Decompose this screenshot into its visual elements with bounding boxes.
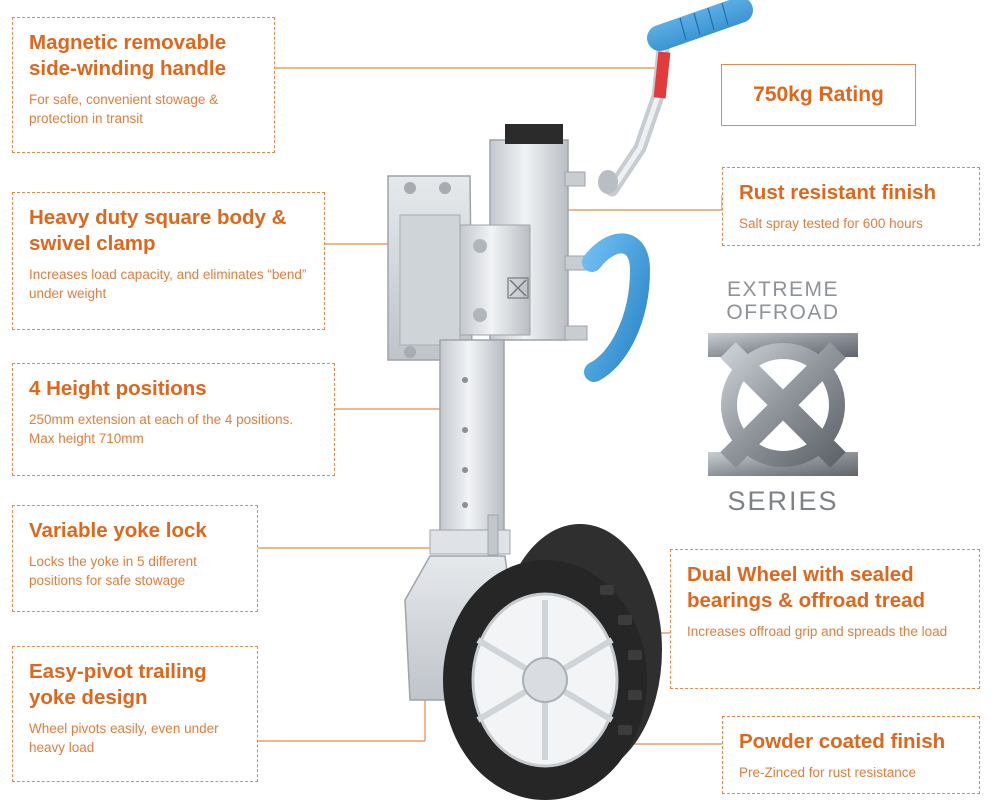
brand-line-2: OFFROAD <box>726 301 840 324</box>
callout-dual-wheel: Dual Wheel with sealed bearings & offroa… <box>670 549 980 689</box>
callout-title: Dual Wheel with sealed bearings & offroa… <box>687 563 926 612</box>
callout-desc: Wheel pivots easily, even under heavy lo… <box>29 721 219 755</box>
callout-desc: Salt spray tested for 600 hours <box>739 216 923 231</box>
load-rating-badge: 750kg Rating <box>721 64 916 126</box>
callout-powder-coat: Powder coated finish Pre-Zinced for rust… <box>722 716 980 794</box>
callout-title: 4 Height positions <box>29 377 207 400</box>
callout-title: Rust resistant finish <box>739 181 937 204</box>
callout-height: 4 Height positions 250mm extension at ea… <box>12 363 335 476</box>
callout-handle: Magnetic removable side-winding handle F… <box>12 17 275 153</box>
callout-yoke-design: Easy-pivot trailing yoke design Wheel pi… <box>12 646 258 782</box>
callout-desc: 250mm extension at each of the 4 positio… <box>29 412 294 446</box>
series-x-logo <box>708 333 858 476</box>
brand-extreme-offroad: EXTREME OFFROAD <box>706 278 860 324</box>
brand-line-1: EXTREME <box>726 278 839 301</box>
callout-title: Powder coated finish <box>739 730 946 753</box>
callout-rust: Rust resistant finish Salt spray tested … <box>722 167 980 246</box>
callout-yoke-lock: Variable yoke lock Locks the yoke in 5 d… <box>12 505 258 612</box>
callout-title: Magnetic removable side-winding handle <box>29 31 227 80</box>
callout-title: Variable yoke lock <box>29 519 207 542</box>
callout-desc: Increases offroad grip and spreads the l… <box>687 624 948 639</box>
swivel-clamp <box>387 175 473 361</box>
callout-body: Heavy duty square body & swivel clamp In… <box>12 192 325 330</box>
square-body <box>459 124 588 341</box>
callout-title: Heavy duty square body & swivel clamp <box>29 206 287 255</box>
grab-handle <box>582 233 651 382</box>
callout-title: Easy-pivot trailing yoke design <box>29 660 207 709</box>
height-leg <box>429 339 511 556</box>
brand-series: SERIES <box>727 486 839 516</box>
callout-desc: Locks the yoke in 5 different positions … <box>29 554 197 588</box>
callout-desc: For safe, convenient stowage & protectio… <box>29 92 219 126</box>
winding-handle <box>598 0 753 197</box>
callout-desc: Pre-Zinced for rust resistance <box>739 765 917 780</box>
callout-desc: Increases load capacity, and eliminates … <box>29 267 307 301</box>
dual-wheel <box>443 524 662 800</box>
